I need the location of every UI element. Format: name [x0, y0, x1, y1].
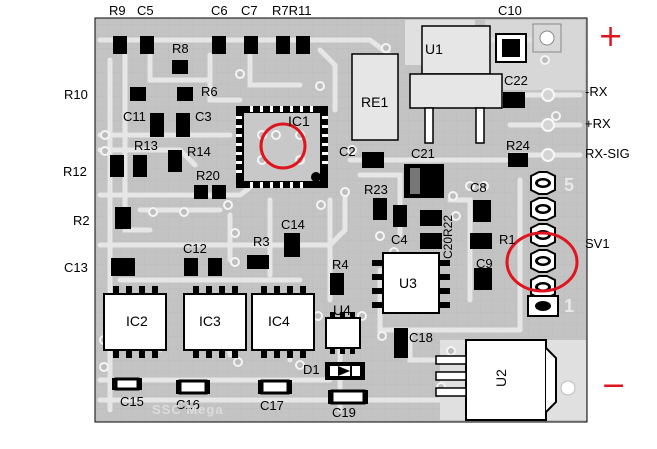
label-c5: C5: [137, 3, 154, 18]
label-r9: R9: [109, 3, 126, 18]
c21-package: [404, 164, 444, 198]
d1-package: [325, 362, 365, 380]
component-u2: U2: [493, 369, 509, 387]
component-ic4: IC4: [268, 313, 290, 329]
component-u1: U1: [425, 41, 443, 57]
label-c12: C12: [183, 241, 207, 256]
soic-packages: [103, 286, 315, 358]
label-c14: C14: [281, 217, 305, 232]
highlight-sv1: [505, 231, 579, 293]
connector-minus-rx: -RX: [585, 84, 608, 99]
connector-sv1: SV1: [585, 236, 610, 251]
label-r7r11: R7R11: [272, 3, 312, 18]
connector-rx-sig: RX-SIG: [585, 146, 630, 161]
component-u3: U3: [399, 275, 417, 291]
label-r24: R24: [506, 138, 530, 153]
label-r12: R12: [63, 164, 87, 179]
u1-package: [409, 25, 503, 144]
minus-sign: −: [601, 368, 627, 403]
label-c16: C16: [176, 397, 200, 412]
label-r13: R13: [134, 138, 158, 153]
highlight-ic1: [259, 122, 307, 170]
label-c4: C4: [391, 232, 408, 247]
label-r10: R10: [64, 87, 88, 102]
component-ic2: IC2: [126, 313, 148, 329]
label-r8: R8: [172, 41, 189, 56]
plus-sign: +: [598, 19, 624, 54]
vias: [99, 43, 561, 392]
u2-package: [435, 339, 557, 421]
label-c10: C10: [498, 3, 522, 18]
c10-package: [495, 33, 527, 63]
re1-package: [351, 53, 399, 141]
pin-1-marker: 1: [564, 296, 575, 316]
label-r3: R3: [253, 234, 270, 249]
label-c2: C2: [339, 144, 356, 159]
label-c17: C17: [260, 398, 284, 413]
label-r23: R23: [364, 182, 388, 197]
label-c6: C6: [211, 3, 228, 18]
label-c7: C7: [241, 3, 258, 18]
component-u4: U4: [333, 302, 351, 318]
label-r20: R20: [196, 168, 220, 183]
component-ic1: IC1: [288, 113, 310, 129]
label-r6: R6: [201, 84, 218, 99]
label-c15: C15: [120, 394, 144, 409]
pin-5-marker: 5: [564, 175, 575, 195]
label-r1: R1: [499, 232, 516, 247]
label-c9: C9: [476, 256, 493, 271]
label-r14: R14: [187, 144, 211, 159]
label-r4: R4: [332, 257, 349, 272]
label-c8: C8: [470, 180, 487, 195]
u4-package: [325, 312, 361, 354]
label-c11: C11: [123, 109, 146, 124]
label-c21: C21: [411, 146, 435, 161]
label-d1: D1: [303, 362, 320, 377]
ic1-package: [236, 106, 328, 188]
label-c18: C18: [409, 330, 433, 345]
connector-plus-rx: +RX: [585, 116, 611, 131]
label-c20r22: C20R22: [441, 214, 455, 259]
label-c22: C22: [504, 73, 528, 88]
u3-package: [372, 252, 450, 314]
component-ic3: IC3: [199, 313, 221, 329]
label-c19: C19: [332, 405, 356, 420]
switch-package: [532, 23, 562, 53]
component-re1: RE1: [361, 94, 389, 110]
label-c13: C13: [64, 260, 88, 275]
silkscreen-brand: SSC Mega: [152, 402, 224, 417]
label-r2: R2: [73, 213, 90, 228]
label-c3: C3: [195, 109, 212, 124]
